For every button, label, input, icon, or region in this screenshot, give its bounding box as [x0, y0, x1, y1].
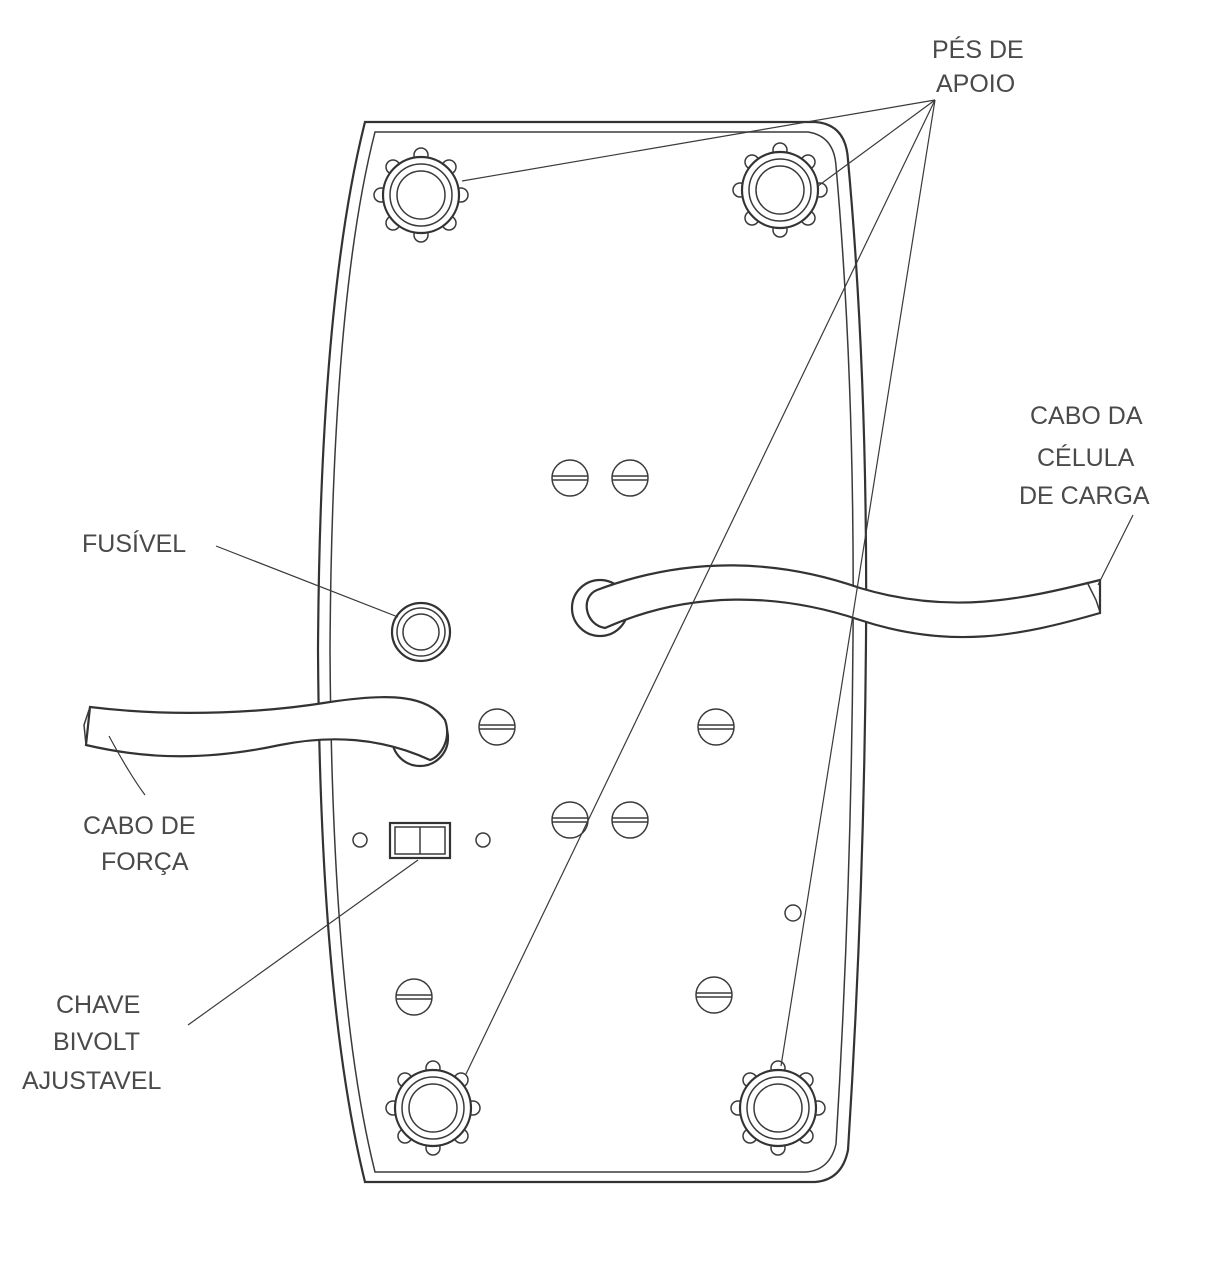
small-holes: [352, 832, 802, 922]
screw: [697, 708, 735, 746]
leader-lines: [108, 99, 1134, 1075]
screw: [695, 976, 733, 1014]
support-foot-top-left: [373, 147, 469, 243]
label-power-cable: CABO DE FORÇA: [83, 812, 196, 876]
label-support-feet: PÉS DE APOIO: [932, 35, 1024, 98]
label-support-feet-line2: APOIO: [936, 70, 1015, 98]
fuse-holder: [390, 601, 452, 663]
label-bivolt-switch: CHAVE BIVOLT AJUSTAVEL: [22, 991, 161, 1095]
label-bivolt-switch-line3: AJUSTAVEL: [22, 1067, 161, 1095]
bivolt-switch: [388, 821, 452, 860]
support-foot-bottom-right: [730, 1060, 826, 1156]
load-cell-cable: [570, 564, 1102, 639]
label-bivolt-switch-line2: BIVOLT: [53, 1028, 140, 1056]
screw: [395, 978, 433, 1016]
label-load-cell-cable-line2: CÉLULA: [1037, 443, 1135, 472]
label-bivolt-switch-line1: CHAVE: [56, 991, 140, 1019]
screw: [551, 459, 589, 497]
screw: [478, 708, 516, 746]
label-fuse: FUSÍVEL: [82, 529, 186, 558]
label-support-feet-line1: PÉS DE: [932, 35, 1024, 64]
label-fuse-line1: FUSÍVEL: [82, 529, 186, 558]
label-load-cell-cable: CABO DA CÉLULA DE CARGA: [1019, 402, 1150, 510]
base-plate: [316, 120, 868, 1184]
screw: [611, 459, 649, 497]
label-load-cell-cable-line3: DE CARGA: [1019, 482, 1150, 510]
label-power-cable-line2: FORÇA: [101, 848, 189, 876]
label-power-cable-line1: CABO DE: [83, 812, 196, 840]
power-cable: [83, 696, 450, 768]
support-foot-bottom-left: [385, 1060, 481, 1156]
support-foot-top-right: [732, 142, 828, 238]
screws: [395, 459, 735, 1016]
screw: [611, 801, 649, 839]
label-load-cell-cable-line1: CABO DA: [1030, 402, 1143, 430]
